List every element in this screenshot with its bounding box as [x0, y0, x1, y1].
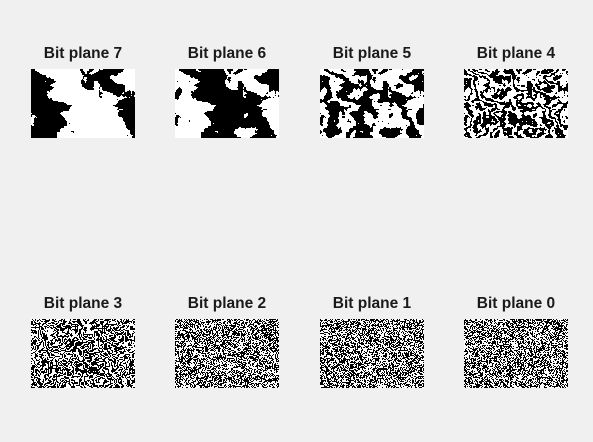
bit-plane-0-image [464, 319, 568, 388]
bit-plane-6-image [175, 69, 279, 138]
bit-plane-7-image [31, 69, 135, 138]
bit-plane-5-image [320, 69, 424, 138]
bit-plane-2-image [175, 319, 279, 388]
subplot-title: Bit plane 6 [187, 45, 267, 62]
bit-plane-3-image [31, 319, 135, 388]
subplot-title: Bit plane 5 [332, 45, 412, 62]
subplot-title: Bit plane 7 [43, 45, 123, 62]
subplot-title: Bit plane 2 [187, 295, 267, 312]
subplot-title: Bit plane 0 [476, 295, 556, 312]
bit-plane-1-image [320, 319, 424, 388]
subplot-title: Bit plane 1 [332, 295, 412, 312]
subplot-title: Bit plane 4 [476, 45, 556, 62]
bit-plane-4-image [464, 69, 568, 138]
subplot-title: Bit plane 3 [43, 295, 123, 312]
